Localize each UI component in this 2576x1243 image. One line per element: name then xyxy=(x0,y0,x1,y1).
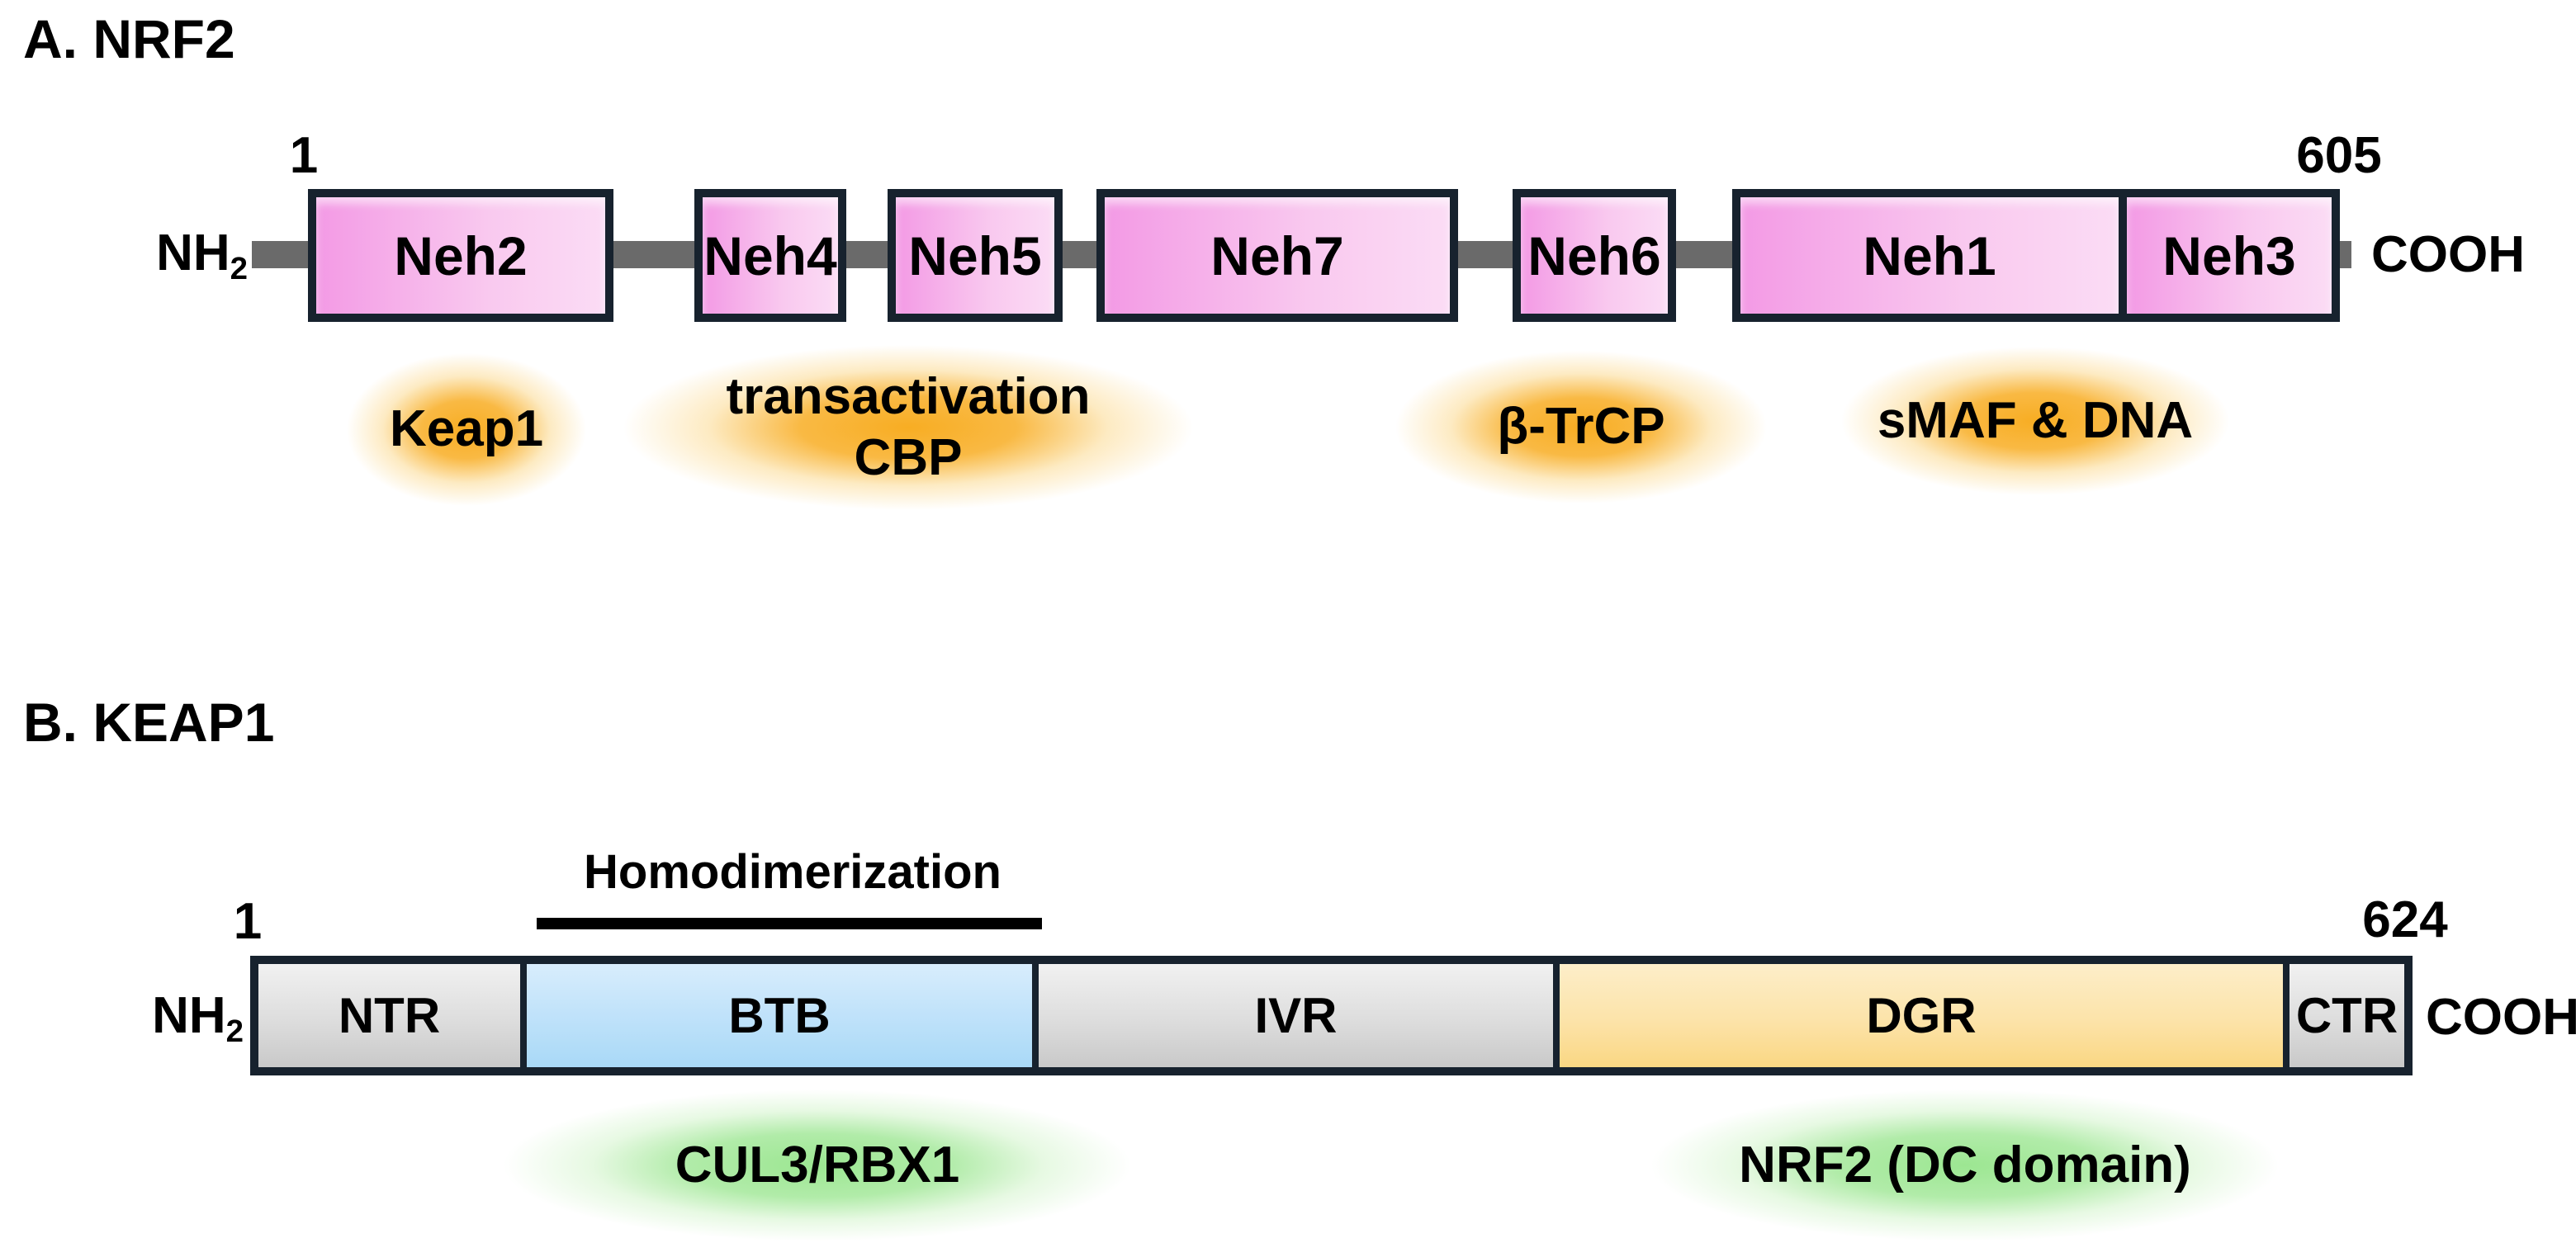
domain-box-neh6: Neh6 xyxy=(1513,189,1676,322)
panel-a-title: A. NRF2 xyxy=(23,8,235,69)
nh2-subscript: 2 xyxy=(230,250,248,286)
domain-box-neh5: Neh5 xyxy=(888,189,1063,322)
domain-box-neh7: Neh7 xyxy=(1096,189,1458,322)
domain-label-neh6: Neh6 xyxy=(1527,224,1661,286)
nh2-subscript: 2 xyxy=(225,1013,244,1049)
domain-label-neh1: Neh1 xyxy=(1863,224,1996,286)
homodimerization-label: Homodimerization xyxy=(584,845,1002,899)
interaction-label-cul3-rbx1: CUL3/RBX1 xyxy=(675,1136,960,1193)
domain-segment-ivr: IVR xyxy=(1032,964,1553,1067)
interaction-glow-cul3-rbx1: CUL3/RBX1 xyxy=(504,1089,1131,1241)
domain-label-btb: BTB xyxy=(728,987,831,1043)
keap1-n-terminus: NH2 xyxy=(152,987,244,1049)
domain-box-neh4: Neh4 xyxy=(694,189,846,322)
domain-label-neh4: Neh4 xyxy=(703,224,837,286)
domain-box-neh1: Neh1 xyxy=(1732,189,2127,322)
nrf2-c-terminus: COOH xyxy=(2371,226,2525,283)
keap1-start-residue: 1 xyxy=(233,893,263,950)
keap1-end-residue: 624 xyxy=(2362,891,2448,948)
panel-b-title: B. KEAP1 xyxy=(23,692,275,753)
domain-label-neh2: Neh2 xyxy=(394,224,528,286)
nrf2-end-residue: 605 xyxy=(2296,127,2382,184)
interaction-glow-smaf-dna: sMAF & DNA xyxy=(1841,347,2229,495)
interaction-glow-btrcp: β-TrCP xyxy=(1395,351,1767,503)
domain-segment-dgr: DGR xyxy=(1553,964,2283,1067)
nrf2-start-residue: 1 xyxy=(289,127,319,184)
domain-box-neh3: Neh3 xyxy=(2119,189,2340,322)
keap1-protein-bar: NTR BTB IVR DGR CTR xyxy=(250,956,2413,1075)
domain-segment-ntr: NTR xyxy=(258,964,520,1067)
domain-label-neh5: Neh5 xyxy=(908,224,1042,286)
domain-segment-btb: BTB xyxy=(520,964,1032,1067)
interaction-label-btrcp: β-TrCP xyxy=(1497,398,1665,456)
domain-segment-ctr: CTR xyxy=(2283,964,2404,1067)
domain-label-ctr: CTR xyxy=(2295,987,2398,1043)
interaction-glow-keap1: Keap1 xyxy=(347,353,586,506)
domain-label-ntr: NTR xyxy=(338,987,441,1043)
keap1-c-terminus: COOH xyxy=(2426,989,2576,1046)
nrf2-n-terminus: NH2 xyxy=(156,224,248,286)
interaction-label-keap1: Keap1 xyxy=(389,400,544,458)
domain-box-neh2: Neh2 xyxy=(308,189,613,322)
interaction-label-nrf2-dc-domain: NRF2 (DC domain) xyxy=(1739,1136,2191,1193)
domain-label-neh3: Neh3 xyxy=(2162,224,2296,286)
interaction-glow-nrf2-dc-domain: NRF2 (DC domain) xyxy=(1651,1089,2279,1241)
domain-label-neh7: Neh7 xyxy=(1210,224,1344,286)
interaction-label-smaf-dna: sMAF & DNA xyxy=(1877,391,2194,449)
domain-label-dgr: DGR xyxy=(1866,987,1977,1043)
homodimerization-bracket-line xyxy=(537,918,1042,929)
domain-label-ivr: IVR xyxy=(1254,987,1338,1043)
